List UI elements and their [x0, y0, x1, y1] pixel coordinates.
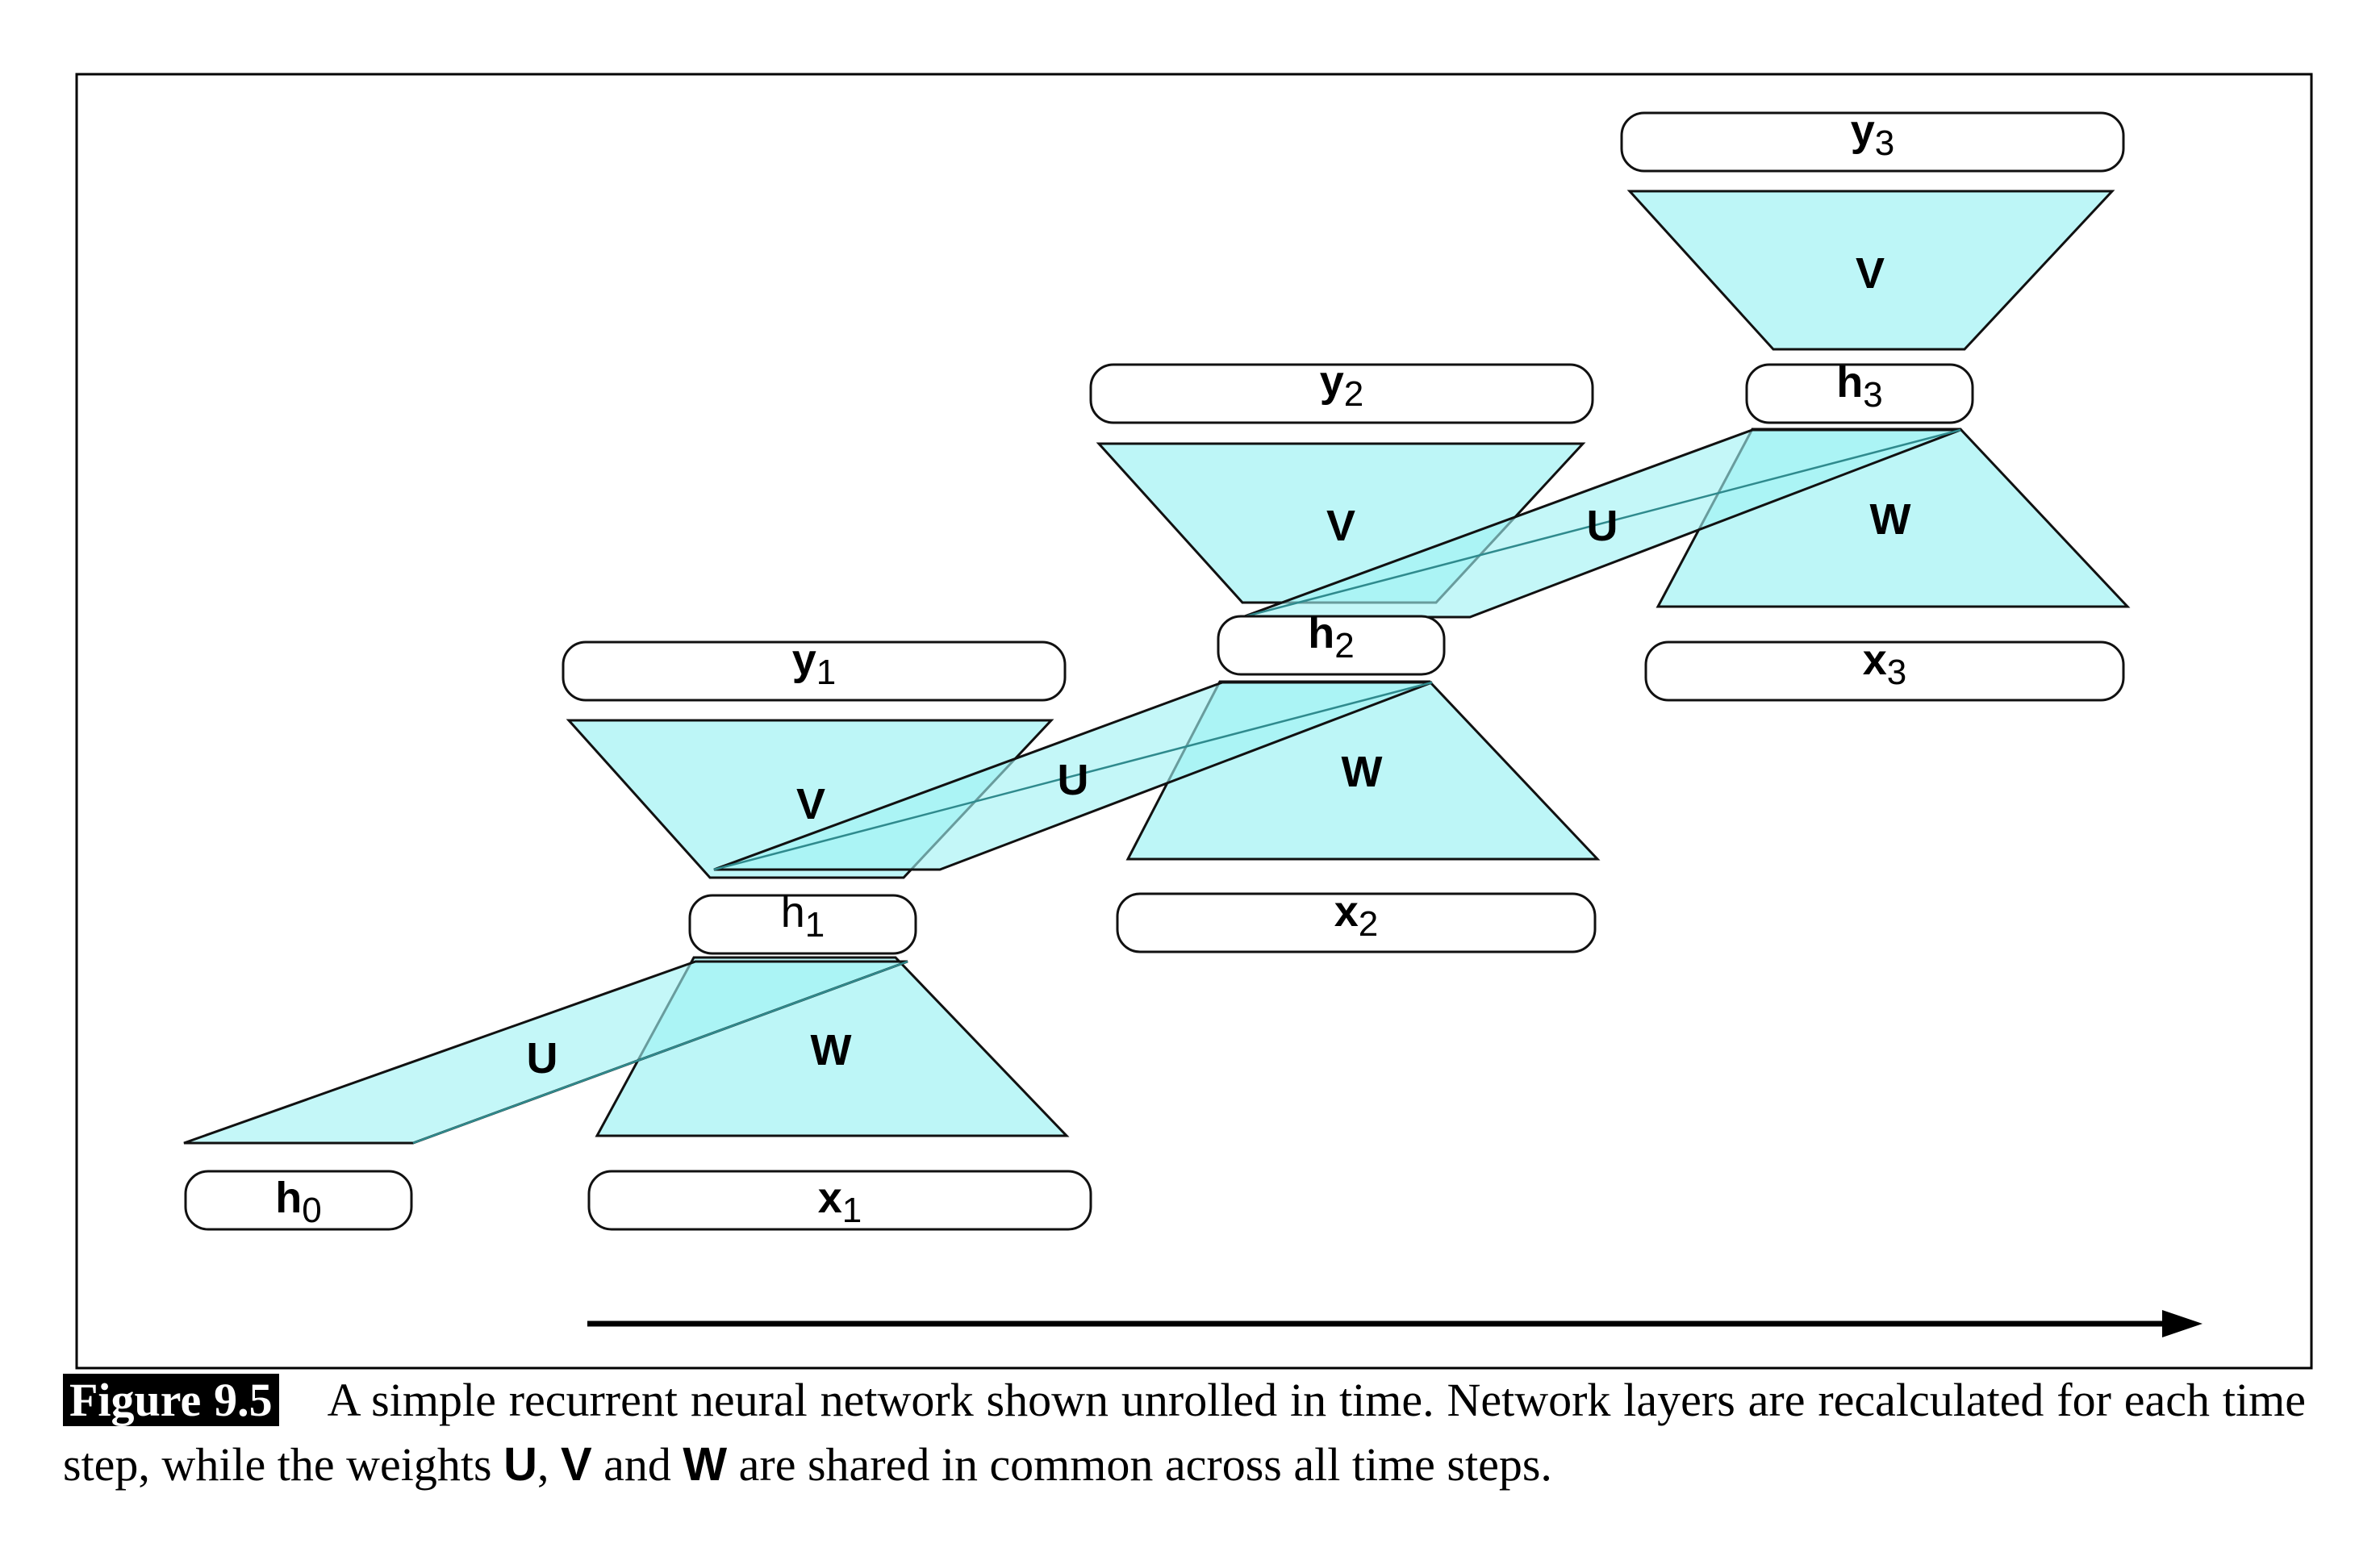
weight-label-u3: U: [1587, 502, 1618, 550]
u-diagonal-2: [713, 681, 1433, 871]
node-h2: [1217, 615, 1446, 676]
u-diagonal-1: [412, 960, 908, 1145]
node-x2: [1116, 892, 1597, 953]
node-y1: [562, 640, 1067, 702]
weight-label-w1: W: [811, 1026, 852, 1074]
weight-label-v1: V: [796, 780, 825, 828]
label-h0: h0: [275, 1174, 321, 1230]
node-y2: [1089, 363, 1594, 424]
node-h1: [688, 894, 917, 955]
node-h3: [1745, 363, 1974, 424]
v-layer-3: [1626, 190, 2115, 351]
caption-text-start: A simple recurrent neural network shown …: [63, 1374, 2306, 1491]
caption-weight-w: W: [683, 1438, 728, 1491]
caption-weight-u: U: [503, 1438, 537, 1491]
weight-label-w2: W: [1342, 748, 1383, 796]
weight-label-u1: U: [527, 1034, 558, 1083]
u-diagonal-3: [1242, 428, 1961, 619]
label-h3: h3: [1836, 358, 1882, 415]
label-h2: h2: [1308, 609, 1354, 665]
weight-label-u2: U: [1058, 756, 1089, 804]
label-x3: x3: [1863, 636, 1907, 692]
node-x3: [1644, 640, 2125, 702]
weight-label-w3: W: [1870, 495, 1911, 544]
label-y3: y3: [1851, 106, 1895, 163]
node-x1: [587, 1170, 1092, 1231]
label-h1: h1: [781, 888, 825, 945]
figure-number: Figure 9.5: [63, 1374, 279, 1426]
figure-frame: [75, 73, 2313, 1370]
node-h0: [184, 1170, 413, 1231]
caption-sep-2: and: [591, 1438, 683, 1491]
label-y1: y1: [792, 636, 837, 692]
time-arrow-head: [2162, 1310, 2203, 1337]
label-x2: x2: [1334, 887, 1379, 944]
label-y2: y2: [1320, 357, 1364, 414]
weight-label-v2: V: [1326, 502, 1355, 550]
caption-sep-1: ,: [537, 1438, 561, 1491]
caption-text-end: are shared in common across all time ste…: [727, 1438, 1552, 1491]
node-y3: [1620, 111, 2125, 173]
weight-label-v3: V: [1856, 249, 1885, 298]
caption-weight-v: V: [560, 1438, 592, 1491]
label-x1: x1: [818, 1174, 862, 1230]
